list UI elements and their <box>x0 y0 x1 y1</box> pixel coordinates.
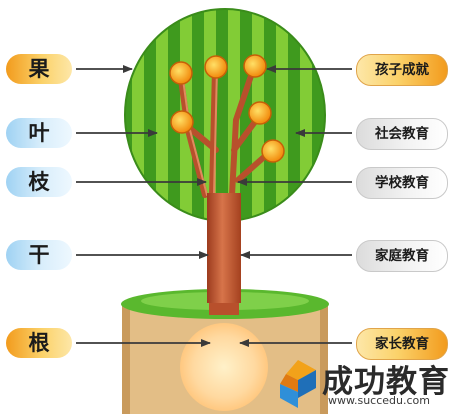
label-fruit: 果 <box>6 54 72 84</box>
label-branch: 枝 <box>6 167 72 197</box>
right-arrows <box>237 65 352 347</box>
fruit <box>261 139 285 163</box>
tree-trunk <box>207 193 241 303</box>
label-leaf: 叶 <box>6 118 72 148</box>
succedu-logo-icon <box>280 360 316 408</box>
root-glow <box>180 323 268 411</box>
label-root: 根 <box>6 328 72 358</box>
fruits <box>169 54 285 163</box>
fruit <box>243 54 267 78</box>
label-family-education: 家庭教育 <box>356 240 448 272</box>
label-school-education: 学校教育 <box>356 167 448 199</box>
label-child-achievement: 孩子成就 <box>356 54 448 86</box>
tree-canopy <box>124 8 326 222</box>
fruit <box>248 101 272 125</box>
watermark-url: www.succedu.com <box>328 394 430 407</box>
watermark-title: 成功教育 <box>322 364 450 400</box>
label-social-education: 社会教育 <box>356 118 448 150</box>
trunk-root <box>209 303 239 315</box>
label-trunk: 干 <box>6 240 72 270</box>
watermark: 成功教育 www.succedu.com <box>272 354 456 414</box>
fruit <box>169 61 193 85</box>
left-arrows <box>76 65 211 347</box>
fruit <box>204 55 228 79</box>
label-parent-education: 家长教育 <box>356 328 448 360</box>
fruit <box>170 110 194 134</box>
